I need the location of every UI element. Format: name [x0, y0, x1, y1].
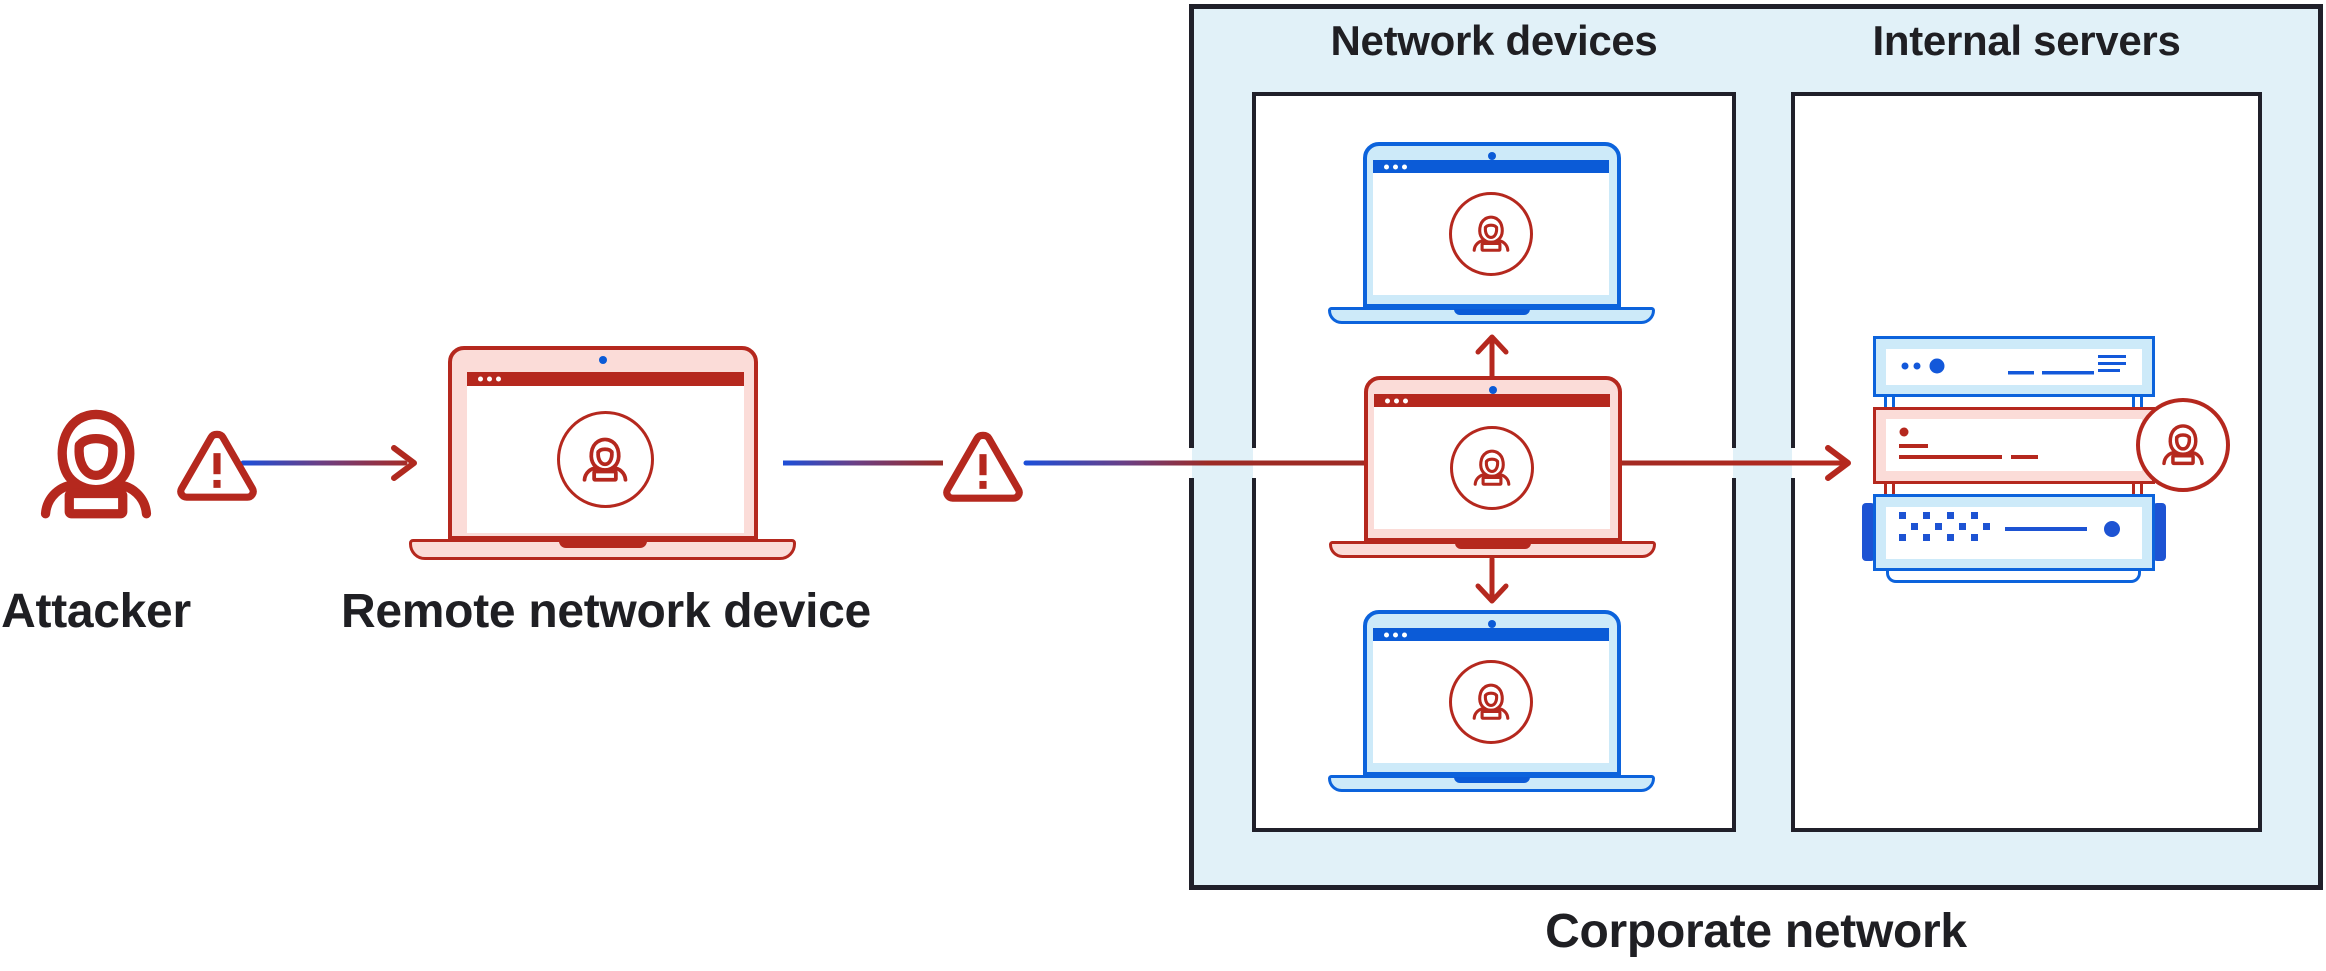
- server-faceplate: [1886, 349, 2142, 385]
- laptop-base: [1328, 775, 1655, 792]
- server-side-tab: [1862, 503, 1875, 561]
- remote-network-device-laptop-icon: [409, 346, 796, 560]
- hacker-badge: [556, 411, 654, 508]
- hacker-badge: [1448, 660, 1533, 744]
- network-device-laptop-compromised-icon: [1329, 376, 1656, 558]
- hacker-icon: [577, 432, 633, 488]
- browser-window: [1372, 160, 1609, 295]
- server-leds-and-vents: [1899, 512, 2120, 541]
- hacker-badge: [1448, 192, 1533, 276]
- network-device-laptop-top-icon: [1328, 142, 1655, 324]
- attacker-hacker-icon: [27, 396, 165, 534]
- server-foot: [1886, 569, 2141, 583]
- browser-view: [467, 386, 744, 533]
- network-devices-title: Network devices: [1330, 17, 1658, 64]
- server-unit-compromised-icon: [1873, 407, 2155, 484]
- warning-triangle-icon: [176, 427, 258, 501]
- laptop-notch: [558, 541, 647, 548]
- server-leds-and-vents: [1899, 427, 2038, 459]
- camera-dot-icon: [1487, 152, 1496, 160]
- server-connector: [1884, 481, 1895, 497]
- browser-view: [1373, 173, 1609, 295]
- hacker-badge: [1449, 426, 1534, 510]
- attack-path-segment-1: [240, 445, 417, 481]
- server-leds-and-vents: [1901, 355, 2126, 375]
- laptop-screen: [1362, 142, 1621, 308]
- browser-window: [466, 372, 744, 533]
- browser-titlebar: [1372, 160, 1609, 173]
- laptop-screen: [1362, 610, 1621, 776]
- browser-titlebar: [1373, 394, 1610, 407]
- server-connector: [1884, 394, 1895, 410]
- remote-device-label: Remote network device: [341, 585, 871, 638]
- camera-dot-icon: [1487, 620, 1496, 628]
- hacker-icon: [1469, 445, 1515, 491]
- server-unit-bottom-icon: [1873, 494, 2155, 571]
- server-side-tab: [2153, 503, 2166, 561]
- server-connector: [2132, 481, 2143, 497]
- server-hacker-badge: [2136, 398, 2230, 492]
- browser-titlebar: [1372, 628, 1609, 641]
- hacker-icon: [2157, 419, 2209, 471]
- laptop-base: [1329, 541, 1656, 558]
- server-unit-top-icon: [1873, 336, 2155, 397]
- server-faceplate: [1886, 507, 2142, 559]
- browser-view: [1373, 641, 1609, 763]
- server-stack-icon: [1862, 336, 2166, 586]
- camera-dot-icon: [598, 356, 607, 364]
- hacker-icon: [1468, 679, 1514, 725]
- network-device-laptop-bottom-icon: [1328, 610, 1655, 792]
- internal-servers-title: Internal servers: [1872, 17, 2181, 64]
- laptop-notch: [1453, 777, 1530, 783]
- corporate-network-label: Corporate network: [1545, 905, 1967, 958]
- laptop-base: [1328, 307, 1655, 324]
- camera-dot-icon: [1488, 386, 1497, 394]
- browser-titlebar: [466, 372, 744, 386]
- laptop-screen: [1363, 376, 1622, 542]
- attacker-label: Attacker: [1, 585, 191, 638]
- warning-triangle-icon: [942, 428, 1024, 502]
- server-faceplate: [1886, 419, 2142, 471]
- hacker-icon: [1468, 211, 1514, 257]
- laptop-notch: [1453, 309, 1530, 315]
- browser-window: [1372, 628, 1609, 763]
- laptop-screen: [447, 346, 758, 540]
- laptop-notch: [1454, 543, 1531, 549]
- server-connector: [2132, 394, 2143, 410]
- browser-window: [1373, 394, 1610, 529]
- laptop-base: [409, 539, 796, 560]
- browser-view: [1374, 407, 1610, 529]
